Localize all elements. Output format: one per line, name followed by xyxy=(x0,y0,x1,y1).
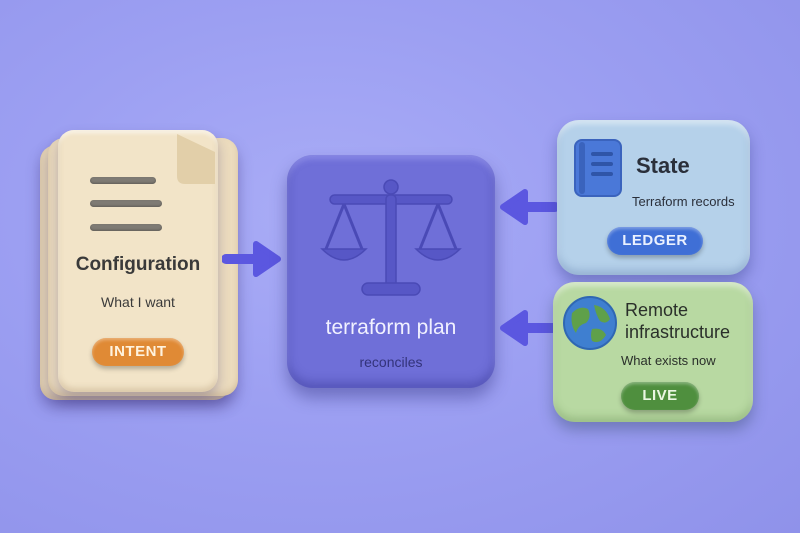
ledger-badge: LEDGER xyxy=(607,227,703,255)
remote-title-line1: Remote xyxy=(625,300,689,320)
state-title: State xyxy=(636,153,690,178)
balance-scale-icon xyxy=(320,179,462,296)
state-subtitle: Terraform records xyxy=(632,194,735,209)
arrow-left-icon xyxy=(500,189,559,225)
globe-icon xyxy=(563,296,617,350)
ledger-icon xyxy=(574,139,622,197)
arrow-right-icon xyxy=(222,241,281,277)
text-line-icon xyxy=(90,224,162,231)
remote-title: Remote infrastructure xyxy=(625,299,750,343)
live-badge: LIVE xyxy=(621,382,699,410)
configuration-title: Configuration xyxy=(75,254,201,275)
plan-subtitle: reconciles xyxy=(359,354,423,370)
arrow-left-icon xyxy=(500,310,559,346)
remote-title-line2: infrastructure xyxy=(625,322,731,342)
text-line-icon xyxy=(90,200,162,207)
text-line-icon xyxy=(90,177,156,184)
configuration-subtitle: What I want xyxy=(101,294,175,310)
page-fold-icon xyxy=(177,134,215,184)
intent-badge: INTENT xyxy=(92,338,184,366)
plan-title: terraform plan xyxy=(325,316,457,339)
remote-subtitle: What exists now xyxy=(621,353,716,368)
